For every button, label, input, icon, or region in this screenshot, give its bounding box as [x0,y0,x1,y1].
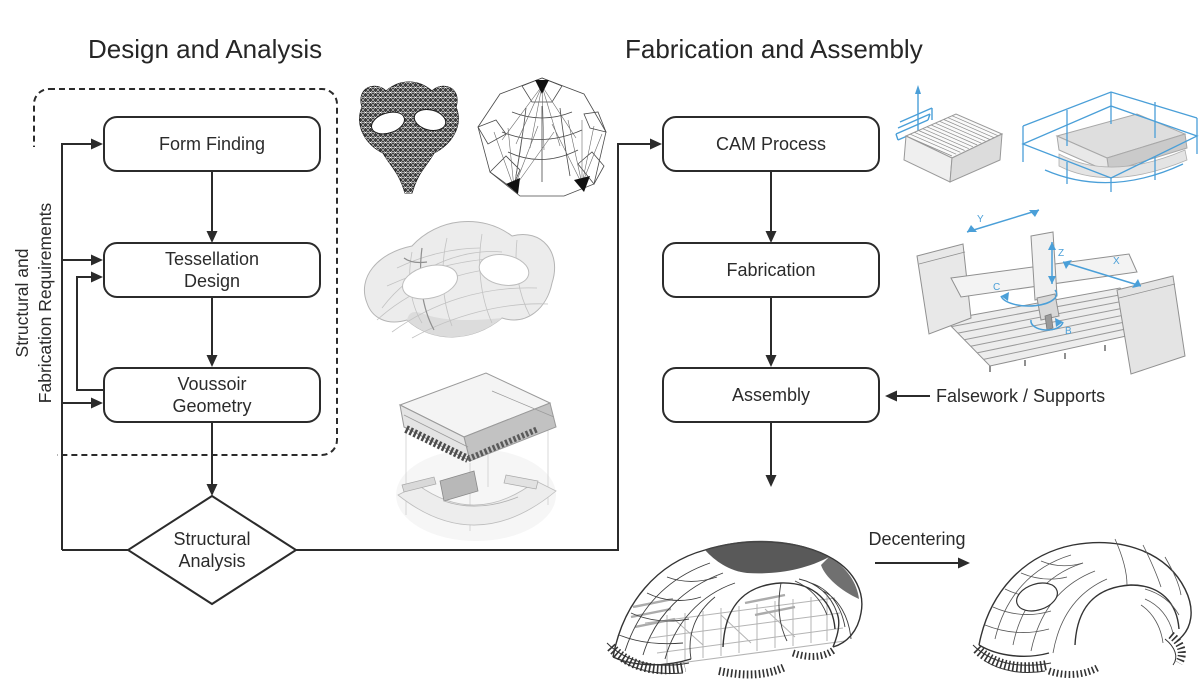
structural-analysis-diamond [126,494,298,606]
voussoir-exploded-illustration [396,372,557,541]
step-box-form-finding: Form Finding [103,116,321,172]
axis-label-c: C [993,282,1000,293]
step-box-fabrication: Fabrication [662,242,880,298]
design-section-title: Design and Analysis [88,34,323,64]
step-box-tessellation-design: Tessellation Design [103,242,321,298]
axis-label-b: B [1065,326,1072,337]
cam-sawing-block-illustration [895,85,1004,183]
voussoir-to-tessellation-line [76,276,103,391]
analysis-to-cam-line [296,143,650,551]
structural-analysis-label: Structural Analysis [173,529,251,571]
machine-axis-labels: Y Z X C B [977,214,1120,337]
arrow-heads [91,138,970,569]
cam-wire-cutting-illustration [1021,91,1199,192]
step-box-voussoir-geometry: Voussoir Geometry [103,367,321,423]
feedback-line-left [61,143,91,550]
form-diagram-mesh-illustration [359,81,459,194]
force-diagram-illustration [477,77,607,197]
axis-label-y: Y [977,214,984,225]
final-vault-illustration [972,538,1192,678]
assembly-vault-illustration [606,540,863,679]
axis-label-z: Z [1058,248,1064,259]
tessellated-shell-illustration [363,221,556,339]
cnc-machine-illustration: Y Z X C B [916,209,1186,375]
step-box-cam-process: CAM Process [662,116,880,172]
fabrication-section-title: Fabrication and Assembly [625,34,923,64]
axis-label-x: X [1113,256,1120,267]
step-box-assembly: Assembly [662,367,880,423]
decentering-label: Decentering [868,529,966,549]
falsework-label: Falsework / Supports [936,386,1106,406]
